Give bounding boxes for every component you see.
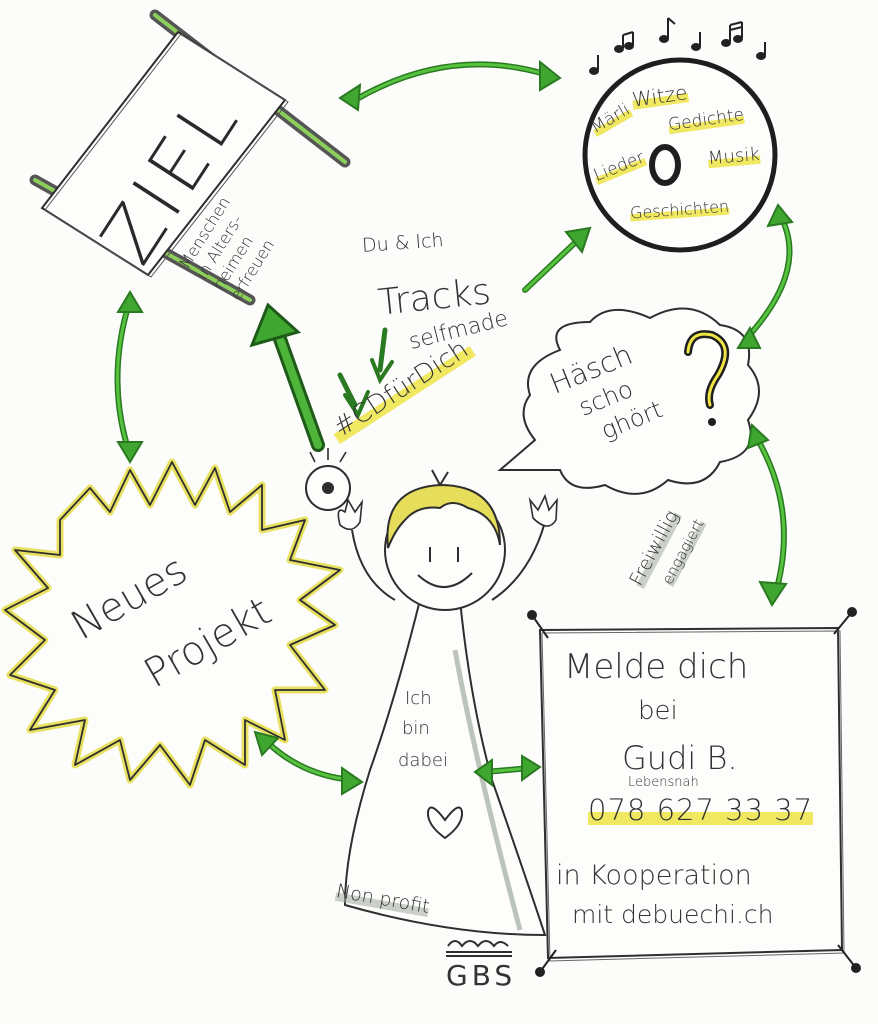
contact-board bbox=[527, 607, 861, 977]
arrows bbox=[114, 59, 794, 796]
contact-name: Gudi B. bbox=[622, 739, 738, 777]
contact-coop-line1: in Kooperation bbox=[556, 860, 752, 891]
contact-line2: bei bbox=[638, 696, 678, 726]
dress-line: dabei bbox=[398, 750, 448, 771]
goal-sign bbox=[29, 9, 351, 306]
music-notes-icon bbox=[589, 17, 766, 75]
dress-line: Ich bbox=[405, 688, 432, 709]
contact-coop-line2: mit debuechi.ch bbox=[572, 900, 774, 929]
speech-bubble bbox=[497, 307, 760, 495]
gbs-logo-graphic bbox=[446, 940, 512, 957]
gbs-logo: GBS bbox=[446, 959, 517, 992]
heart-icon bbox=[426, 806, 464, 840]
cd-item: Musik bbox=[707, 143, 761, 170]
dress-line: bin bbox=[402, 718, 430, 739]
contact-line1: Melde dich bbox=[564, 647, 749, 687]
person-figure bbox=[305, 448, 558, 937]
contact-org: Lebensnah bbox=[628, 775, 699, 790]
contact-phone: 078 627 33 37 bbox=[588, 793, 814, 827]
starburst bbox=[1, 458, 344, 789]
